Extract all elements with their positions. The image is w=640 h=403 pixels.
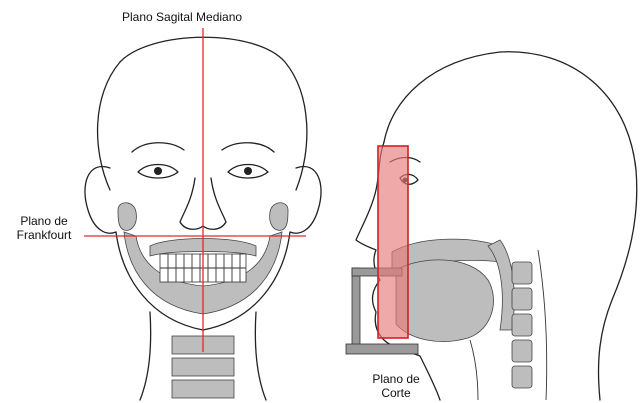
spinal-cord-line bbox=[538, 250, 547, 400]
profile-vertebra-5 bbox=[512, 366, 532, 388]
left-ear bbox=[85, 166, 116, 233]
front-neck-right bbox=[255, 312, 266, 400]
frankfourt-label-line-2: Frankfourt bbox=[4, 228, 84, 242]
cut-plane-box bbox=[378, 146, 408, 338]
sagittal-plane-label: Plano Sagital Mediano bbox=[122, 10, 242, 24]
right-zygomatic-bone bbox=[270, 203, 288, 231]
left-pupil bbox=[154, 167, 162, 175]
front-vertebra-3 bbox=[172, 380, 234, 398]
profile-head-outline bbox=[384, 52, 637, 400]
airway-line bbox=[470, 340, 478, 400]
right-eyebrow bbox=[222, 143, 274, 152]
profile-vertebra-3 bbox=[512, 314, 532, 336]
frankfourt-label-line-1: Plano de bbox=[4, 214, 84, 228]
left-eyebrow bbox=[132, 143, 184, 152]
cut-label-line-2: Corte bbox=[356, 386, 436, 400]
cut-plane-label: Plano de Corte bbox=[356, 372, 436, 400]
cut-label-line-1: Plano de bbox=[356, 372, 436, 386]
right-pupil bbox=[244, 167, 252, 175]
front-head-outline bbox=[98, 37, 307, 190]
profile-vertebra-1 bbox=[512, 262, 532, 284]
left-zygomatic-bone bbox=[118, 203, 136, 231]
profile-vertebra-4 bbox=[512, 340, 532, 362]
profile-spine bbox=[512, 262, 532, 388]
front-neck-left bbox=[140, 312, 151, 400]
tongue bbox=[396, 260, 494, 342]
frankfourt-plane-label: Plano de Frankfourt bbox=[4, 214, 84, 242]
right-ear bbox=[290, 166, 321, 233]
front-vertebra-2 bbox=[172, 358, 234, 376]
profile-vertebra-2 bbox=[512, 288, 532, 310]
